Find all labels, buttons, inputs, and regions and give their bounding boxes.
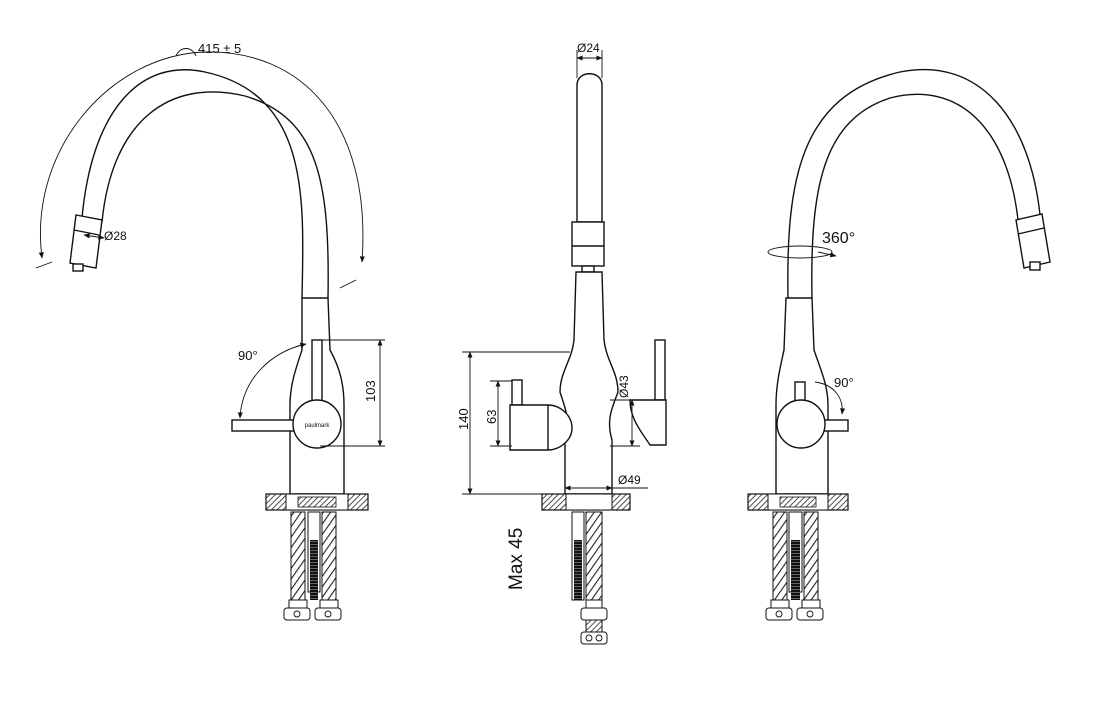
spout-length-label: 415 ± 5 bbox=[198, 41, 241, 56]
left-spout-outer bbox=[81, 69, 304, 299]
left-aerator bbox=[69, 214, 103, 272]
right-view: 360° 90° bbox=[747, 68, 1051, 621]
middle-fittings bbox=[580, 599, 608, 645]
spout-rotation-label: 360° bbox=[822, 230, 855, 247]
right-spout-inner bbox=[811, 93, 1019, 299]
middle-hose bbox=[585, 511, 603, 601]
left-spout-inner bbox=[101, 91, 329, 299]
right-handle-cap bbox=[776, 399, 826, 449]
aerator-diameter-label: Ø28 bbox=[104, 229, 127, 243]
middle-aerator bbox=[571, 221, 605, 267]
spout-rotation-indicator bbox=[767, 245, 833, 259]
lever-rotation-left-label: 90° bbox=[238, 348, 258, 363]
base-diameter-label: Ø49 bbox=[618, 473, 641, 487]
middle-view: Ø24 140 63 Ø43 Ø49 bbox=[456, 41, 667, 645]
left-hose-b bbox=[321, 511, 337, 601]
max-countertop-label: Max 45 bbox=[506, 528, 527, 590]
middle-spout bbox=[576, 73, 603, 223]
right-spout-outer bbox=[787, 68, 1041, 299]
left-lever-rotated bbox=[231, 419, 303, 432]
body-height-label: 140 bbox=[456, 408, 471, 430]
middle-right-lever bbox=[654, 339, 666, 401]
right-hose-b bbox=[803, 511, 819, 601]
side-handle-height-label: 63 bbox=[484, 410, 499, 424]
right-hose-a bbox=[772, 511, 788, 601]
right-aerator bbox=[1015, 213, 1051, 271]
lever-height-label: 103 bbox=[363, 380, 378, 402]
middle-faucet-body bbox=[559, 271, 619, 495]
brand-logo: paulmark bbox=[305, 423, 331, 429]
body-diameter-label: Ø43 bbox=[617, 375, 631, 398]
right-fittings bbox=[765, 599, 824, 621]
left-view: 415 ± 5 Ø28 paulmark 90° 103 bbox=[35, 41, 385, 621]
left-fittings bbox=[283, 599, 342, 621]
left-rotation-arc bbox=[38, 51, 365, 263]
tube-diameter-label: Ø24 bbox=[577, 41, 600, 55]
lever-rotation-right-label: 90° bbox=[834, 375, 854, 390]
middle-left-handle-stem bbox=[511, 379, 523, 406]
left-hose-a bbox=[290, 511, 306, 601]
